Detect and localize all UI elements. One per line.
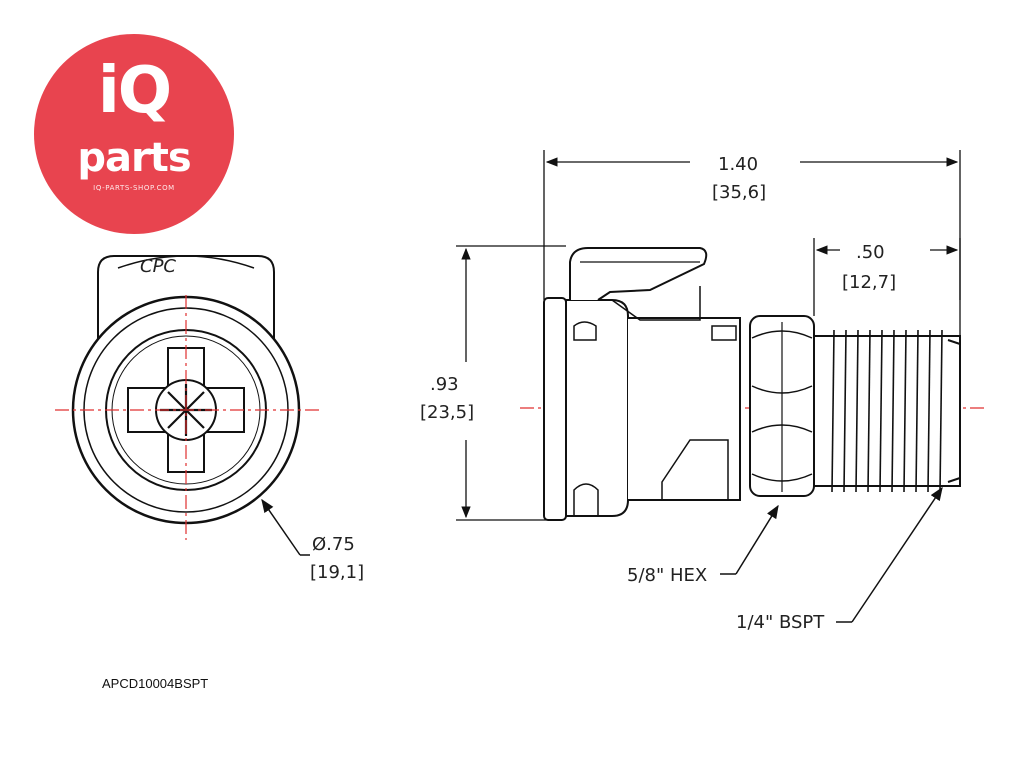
side-thread-body	[813, 335, 961, 487]
overall-length-label: 1.40	[718, 154, 758, 175]
thread-length-label: .50	[856, 242, 885, 263]
thread-leader	[836, 486, 943, 623]
logo-url: IQ-PARTS-SHOP.COM	[93, 184, 175, 192]
front-centerlines	[55, 295, 320, 540]
logo-word-parts: parts	[77, 135, 191, 181]
thread-label: 1/4" BSPT	[736, 612, 825, 633]
dim-height	[456, 245, 566, 521]
side-thread-lines	[831, 329, 943, 493]
diameter-label: Ø.75	[312, 534, 355, 555]
side-body-rear	[628, 317, 741, 501]
front-latch-emboss-curve	[117, 255, 255, 269]
side-inscription-block	[661, 439, 729, 501]
side-bottom-slot	[573, 483, 599, 516]
thread-length-mm-label: [12,7]	[842, 272, 896, 293]
side-view	[543, 247, 961, 521]
side-body	[565, 299, 629, 517]
part-number: APCD10004BSPT	[102, 676, 209, 691]
diameter-mm-label: [19,1]	[310, 562, 364, 583]
side-latch-pin	[573, 321, 597, 341]
side-thread-end	[947, 339, 961, 483]
front-emboss-text: CPC	[140, 256, 176, 277]
logo-word-iq: iQ	[97, 54, 172, 128]
dim-thread-length	[813, 238, 961, 316]
diameter-leader	[261, 498, 310, 556]
iq-parts-logo: iQ parts IQ-PARTS-SHOP.COM	[34, 34, 234, 234]
height-mm-label: [23,5]	[420, 402, 474, 423]
hex-leader	[720, 504, 779, 575]
overall-length-mm-label: [35,6]	[712, 182, 766, 203]
side-latch	[569, 247, 708, 301]
side-small-tab	[711, 325, 737, 341]
height-label: .93	[430, 374, 459, 395]
side-front-flange	[543, 297, 567, 521]
side-latch-arm	[611, 286, 701, 321]
hex-label: 5/8" HEX	[627, 565, 707, 586]
